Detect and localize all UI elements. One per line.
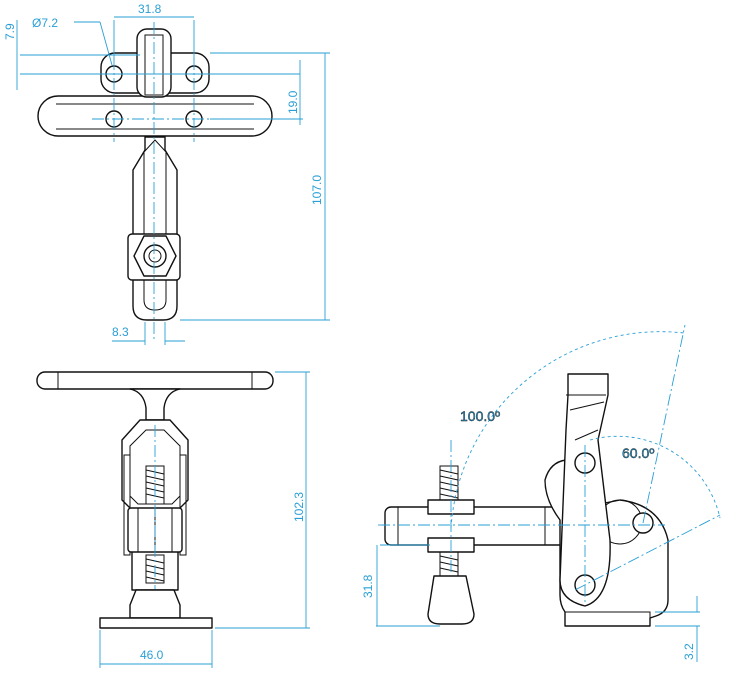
- dim-base-width: 46.0: [140, 648, 164, 662]
- front-bumper: [129, 589, 181, 619]
- dim-handle-width: 8.3: [112, 325, 129, 339]
- angle-arc-open: [450, 331, 685, 529]
- front-stem: [129, 388, 181, 421]
- dim-front-height: 102.3: [292, 492, 306, 522]
- top-handle-bar: [37, 95, 273, 137]
- front-base-plate: [99, 617, 213, 629]
- dim-base-thickness: 3.2: [682, 643, 696, 660]
- angle-release: 60.0º: [622, 445, 654, 461]
- dim-bar-offset: 19.0: [286, 90, 300, 114]
- side-rubber-tip: [427, 575, 475, 625]
- dim-top-offset: 7.9: [3, 23, 17, 40]
- dim-side-height: 31.8: [361, 574, 375, 598]
- angle-arc-release: [589, 435, 721, 519]
- top-spindle-end: [143, 244, 167, 268]
- top-view: 31.8 7.9 Ø7.2 19.0 107.0 8.3: [3, 2, 330, 345]
- dim-hole-spacing: 31.8: [138, 2, 162, 16]
- angle-open: 100.0º: [460, 408, 500, 424]
- top-lower-arm: [132, 136, 178, 321]
- side-arm-bar: [384, 506, 566, 546]
- dim-overall-length: 107.0: [310, 175, 324, 205]
- dim-hole-diameter: Ø7.2: [32, 16, 58, 30]
- front-view: 102.3 46.0: [36, 371, 310, 668]
- side-view: 100.0º 60.0º 31.8 3.2: [361, 324, 721, 662]
- front-handle-bar: [36, 371, 274, 390]
